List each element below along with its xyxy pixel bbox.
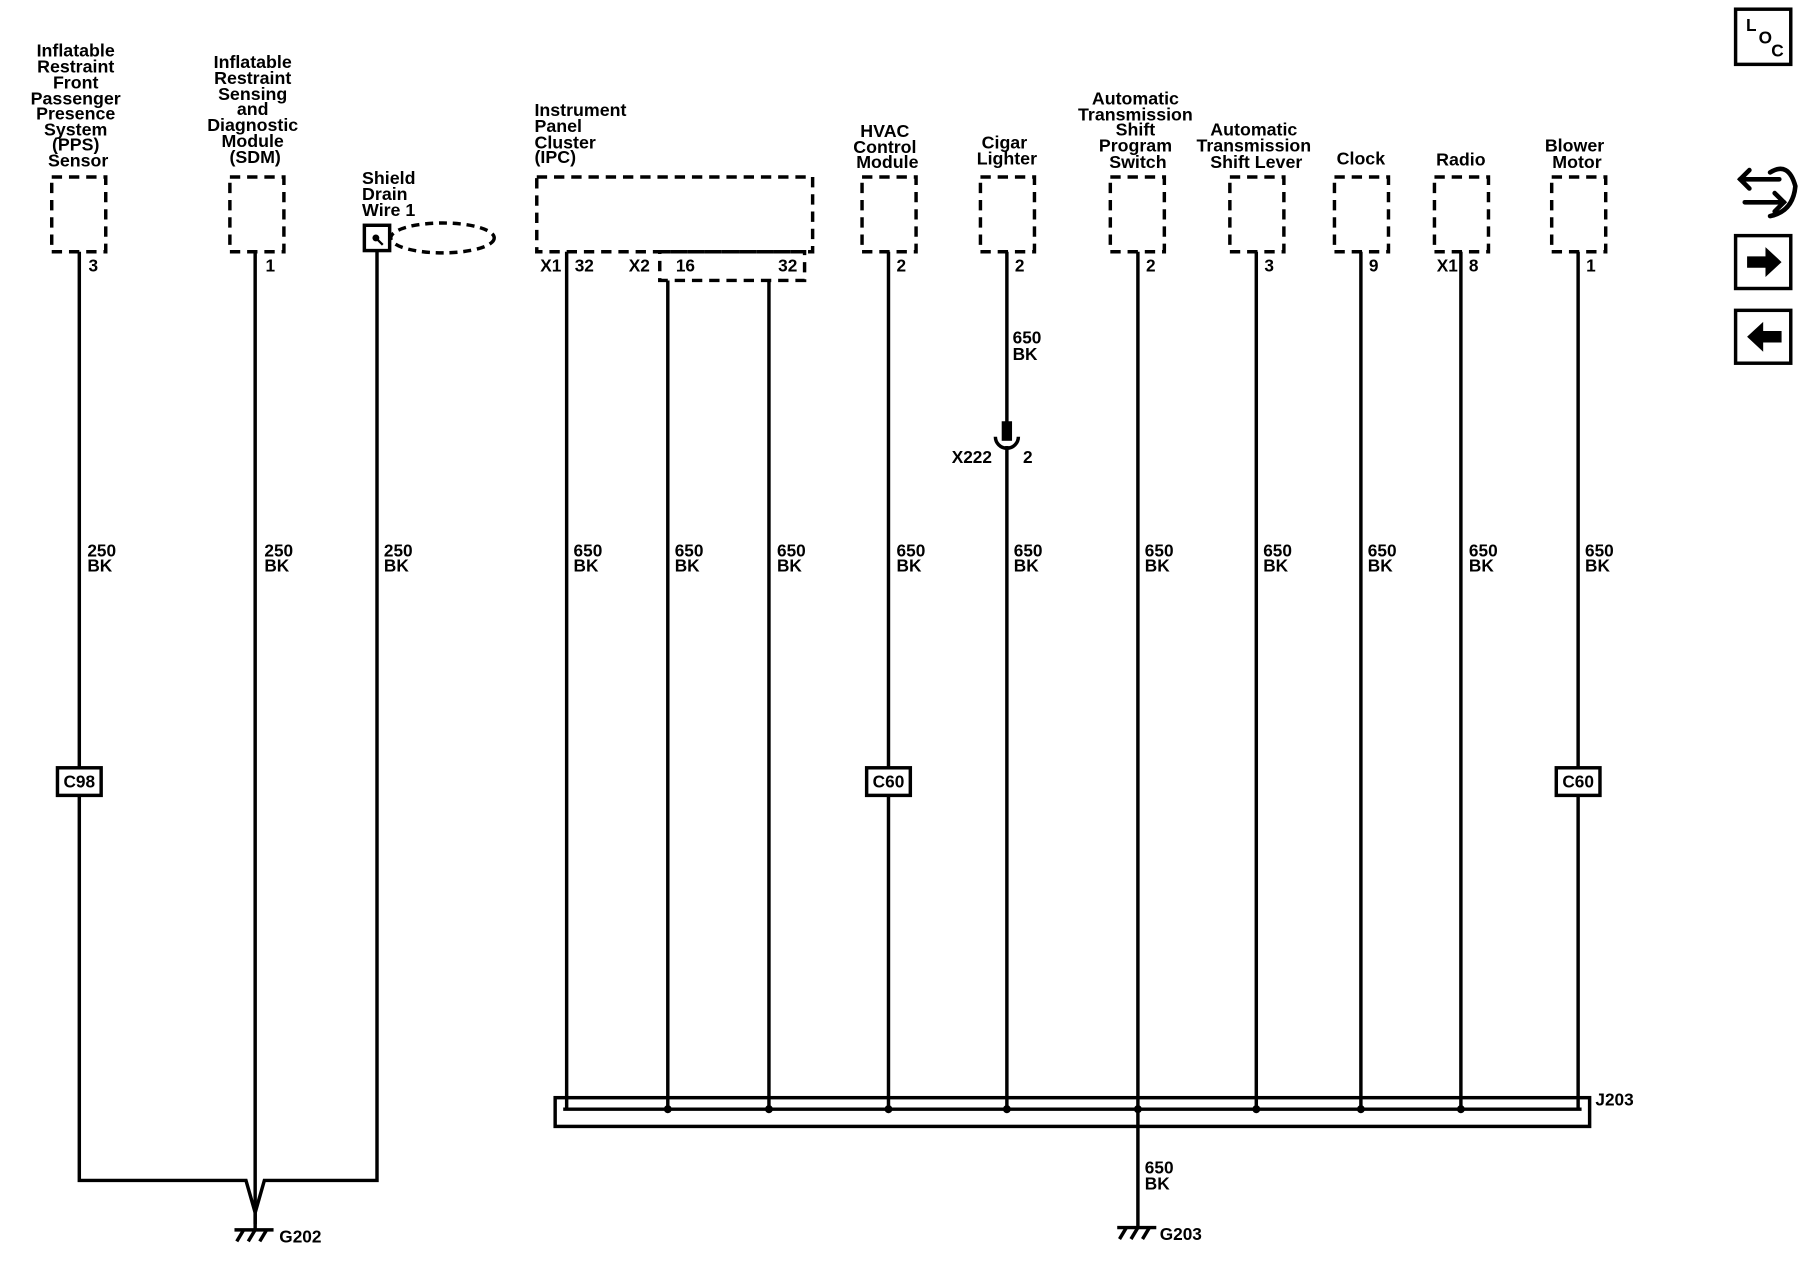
- pps-wire: [77, 251, 257, 1214]
- hvac-module-box: [860, 175, 918, 254]
- c98-connector: C98: [55, 766, 103, 798]
- svg-text:C60: C60: [1562, 771, 1594, 791]
- ground-g202-label: G202: [279, 1227, 321, 1247]
- svg-text:C60: C60: [873, 771, 905, 791]
- ipc-label: Instrument Panel Cluster (IPC): [534, 100, 631, 167]
- ground-g203-symbol: [1117, 1225, 1157, 1240]
- arrow-right-icon: [1747, 247, 1782, 278]
- svg-text:C98: C98: [63, 771, 95, 791]
- shield-wire: [253, 250, 379, 1214]
- next-page-button[interactable]: [1733, 233, 1793, 291]
- x222-inline-connector: [993, 421, 1021, 450]
- ipc-x2-connector-box: [658, 249, 807, 283]
- shift-program-switch-pin: 2: [1146, 255, 1156, 275]
- connector-swap-button[interactable]: [1736, 166, 1798, 219]
- c60-blower-connector: C60: [1554, 766, 1602, 798]
- hvac-control-module-label: HVAC Control Module: [853, 121, 921, 172]
- x222-pin: 2: [1023, 447, 1033, 467]
- clock-box: [1332, 175, 1391, 254]
- c60-hvac-connector: C60: [864, 766, 913, 798]
- pps-sensor-label: Inflatable Restraint Front Passenger Pre…: [31, 40, 126, 170]
- cigar-lighter-box: [978, 175, 1037, 254]
- ipc-box: [535, 175, 815, 254]
- clock-pin: 9: [1369, 255, 1379, 275]
- radio-connector: X1: [1437, 255, 1458, 275]
- previous-page-button[interactable]: [1733, 308, 1793, 365]
- svg-text:C: C: [1771, 40, 1783, 60]
- cigar-pin: 2: [1015, 255, 1025, 275]
- blower-motor-label: Blower Motor: [1545, 136, 1609, 172]
- x222-label: X222: [952, 447, 992, 467]
- cigar-lighter-label: Cigar Lighter: [977, 132, 1037, 168]
- ipc-x2-connector: X2: [629, 255, 650, 275]
- shield-drain-ellipse: [389, 221, 496, 255]
- shift-program-switch-label: Automatic Transmission Shift Program Swi…: [1078, 89, 1198, 172]
- pps-pin: 3: [89, 255, 99, 275]
- ipc-x2-pin32: 32: [778, 255, 797, 275]
- shift-lever-pin: 3: [1264, 255, 1274, 275]
- clock-label: Clock: [1337, 148, 1386, 168]
- shield-drain-wire-label: Shield Drain Wire 1: [362, 168, 420, 220]
- connector-swap-icon: [1736, 166, 1798, 219]
- ground-g203-label: G203: [1160, 1224, 1202, 1244]
- arrow-left-icon: [1747, 321, 1782, 352]
- radio-label: Radio: [1436, 150, 1486, 170]
- shift-lever-label: Automatic Transmission Shift Lever: [1196, 120, 1316, 172]
- blower-pin: 1: [1586, 255, 1596, 275]
- svg-text:O: O: [1759, 28, 1772, 48]
- radio-box: [1432, 175, 1491, 254]
- shift-program-switch-box: [1108, 175, 1167, 254]
- sdm-box: [228, 175, 286, 254]
- radio-pin: 8: [1469, 255, 1479, 275]
- ground-g202-symbol: [234, 1228, 274, 1243]
- splice-j203: [553, 1095, 1592, 1129]
- loc-button[interactable]: L O C: [1733, 7, 1793, 67]
- ipc-x1-connector: X1: [540, 255, 561, 275]
- shift-lever-box: [1228, 175, 1286, 254]
- ipc-x1-pin: 32: [575, 255, 594, 275]
- splice-label: J203: [1595, 1090, 1633, 1110]
- sdm-pin: 1: [266, 255, 276, 275]
- pps-sensor-box: [49, 175, 108, 254]
- sdm-label: Inflatable Restraint Sensing and Diagnos…: [207, 52, 303, 167]
- svg-text:L: L: [1746, 15, 1757, 35]
- blower-motor-box: [1549, 175, 1608, 254]
- ipc-x2-pin16: 16: [676, 255, 695, 275]
- hvac-pin: 2: [897, 255, 907, 275]
